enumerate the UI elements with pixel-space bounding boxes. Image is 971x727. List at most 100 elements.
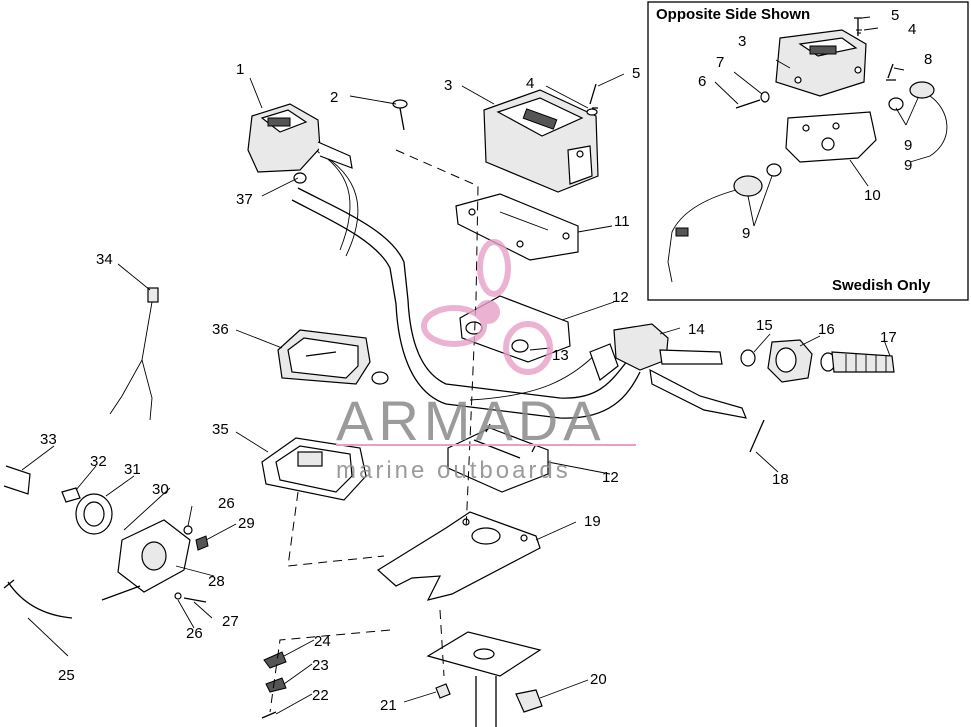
- wire-harness-34: [109, 287, 159, 421]
- handlebar-lower-edge: [291, 199, 641, 419]
- boot-33: [3, 465, 31, 495]
- cable-25: [7, 581, 73, 619]
- gauge-bracket-35: [261, 437, 367, 501]
- callout-3: 3: [444, 77, 452, 94]
- callout-29: 29: [238, 515, 255, 532]
- bezel-31-inner: [83, 501, 105, 527]
- steering-post-shaft: [475, 676, 497, 727]
- switch-cover-label: [522, 108, 558, 130]
- grip-housing-16: [767, 339, 813, 383]
- gauge-bracket-inner: [275, 445, 353, 493]
- inset-bracket-hole-a: [802, 124, 810, 132]
- screw-2-shank: [399, 107, 405, 131]
- grip-housing-bore: [775, 347, 797, 373]
- inset-callout-10: 10: [864, 187, 881, 204]
- callout-23: 23: [312, 657, 329, 674]
- brake-hose-fitting: [589, 343, 619, 381]
- throttle-housing-1: [247, 103, 353, 184]
- fastener-24: [263, 651, 287, 669]
- inset-switch-nut-9a: [888, 97, 904, 111]
- gauge-housing-center: [141, 541, 167, 571]
- steering-post-hole: [473, 648, 495, 660]
- switch-cover-3: [483, 89, 599, 193]
- gauge-housing-bolt: [101, 585, 141, 601]
- alignment-line-fasteners: [269, 629, 391, 713]
- inset-callout-9c: 9: [904, 157, 912, 174]
- screw-27: [183, 597, 207, 603]
- grip-ribs: [845, 354, 887, 372]
- callout-4: 4: [526, 75, 534, 92]
- master-cylinder-body: [613, 323, 669, 371]
- callout-13: 13: [552, 347, 569, 364]
- cable-25-end: [3, 579, 15, 589]
- brake-lever-grip: [659, 349, 723, 365]
- leader-lines: [21, 73, 891, 715]
- plate-19-bolt-b: [520, 534, 528, 542]
- callout-33: 33: [40, 431, 57, 448]
- inset-callout-4: 4: [908, 21, 916, 38]
- clamp-12-boss-b: [511, 339, 529, 353]
- logo-petal-left: [421, 305, 487, 347]
- inset-cover-hole-b: [854, 66, 862, 74]
- callout-37: 37: [236, 191, 253, 208]
- inset-callout-6: 6: [698, 73, 706, 90]
- inset-washer-4: [856, 29, 862, 34]
- gauge-housing-28: [101, 519, 191, 601]
- brake-lever: [649, 368, 747, 419]
- inset-switch-nut-9b: [766, 163, 782, 177]
- fastener-22: [261, 711, 277, 719]
- callout-36: 36: [212, 321, 229, 338]
- inset-cover-hole-a: [794, 76, 802, 84]
- nut-29: [195, 535, 209, 551]
- callout-20: 20: [590, 671, 607, 688]
- washer-4: [586, 108, 598, 116]
- throttle-housing-label: [267, 117, 291, 127]
- mount-plate-19-body: [376, 511, 541, 601]
- inset-screw-8: [886, 63, 896, 81]
- inset-wire-9a: [909, 95, 948, 163]
- callout-18: 18: [772, 471, 789, 488]
- callout-19: 19: [584, 513, 601, 530]
- alignment-line-post: [439, 609, 445, 677]
- inset-callout-9a: 9: [904, 137, 912, 154]
- screw-5: [589, 83, 598, 109]
- mount-plate-11-body: [455, 193, 579, 261]
- logo-petal-top: [477, 239, 511, 297]
- plate-11-hole-c: [516, 240, 524, 248]
- callout-17: 17: [880, 329, 897, 346]
- inset-switch-label: [809, 45, 837, 55]
- callout-25: 25: [58, 667, 75, 684]
- steering-post-20: [426, 631, 543, 727]
- callout-24: 24: [314, 633, 331, 650]
- speedometer-36: [277, 329, 389, 385]
- inset-frame: [647, 1, 969, 301]
- inset-callout-7: 7: [716, 54, 724, 71]
- throttle-cable-fitting: [317, 141, 353, 169]
- callout-31: 31: [124, 461, 141, 478]
- plate-11-hole-a: [468, 208, 476, 216]
- mount-plate-19-hole: [471, 527, 501, 545]
- inset-callout-5: 5: [891, 7, 899, 24]
- callout-1: 1: [236, 61, 244, 78]
- mount-plate-19: [376, 511, 541, 601]
- inset-panel: Opposite Side Shown Swedish Only 5 4 3 8…: [647, 1, 969, 301]
- clamp-12-lower-groove: [473, 439, 521, 459]
- watermark-brand: ARMADA: [336, 389, 606, 452]
- throttle-screw-37: [293, 172, 307, 184]
- callout-35: 35: [212, 421, 229, 438]
- speedometer-face: [287, 337, 359, 379]
- callout-27: 27: [222, 613, 239, 630]
- inset-footer: Swedish Only: [832, 277, 931, 294]
- handlebar-upper-edge: [297, 187, 629, 399]
- washer-26-lower: [174, 592, 182, 600]
- speedometer-needle: [305, 351, 337, 357]
- fastener-23: [265, 677, 287, 693]
- watermark-tagline: marine outboards: [336, 457, 571, 484]
- harness-wires: [109, 301, 153, 421]
- callout-2: 2: [330, 89, 338, 106]
- armada-logo: [421, 239, 553, 375]
- harness-plug: [147, 287, 159, 303]
- inset-bracket-hole-b: [832, 122, 840, 130]
